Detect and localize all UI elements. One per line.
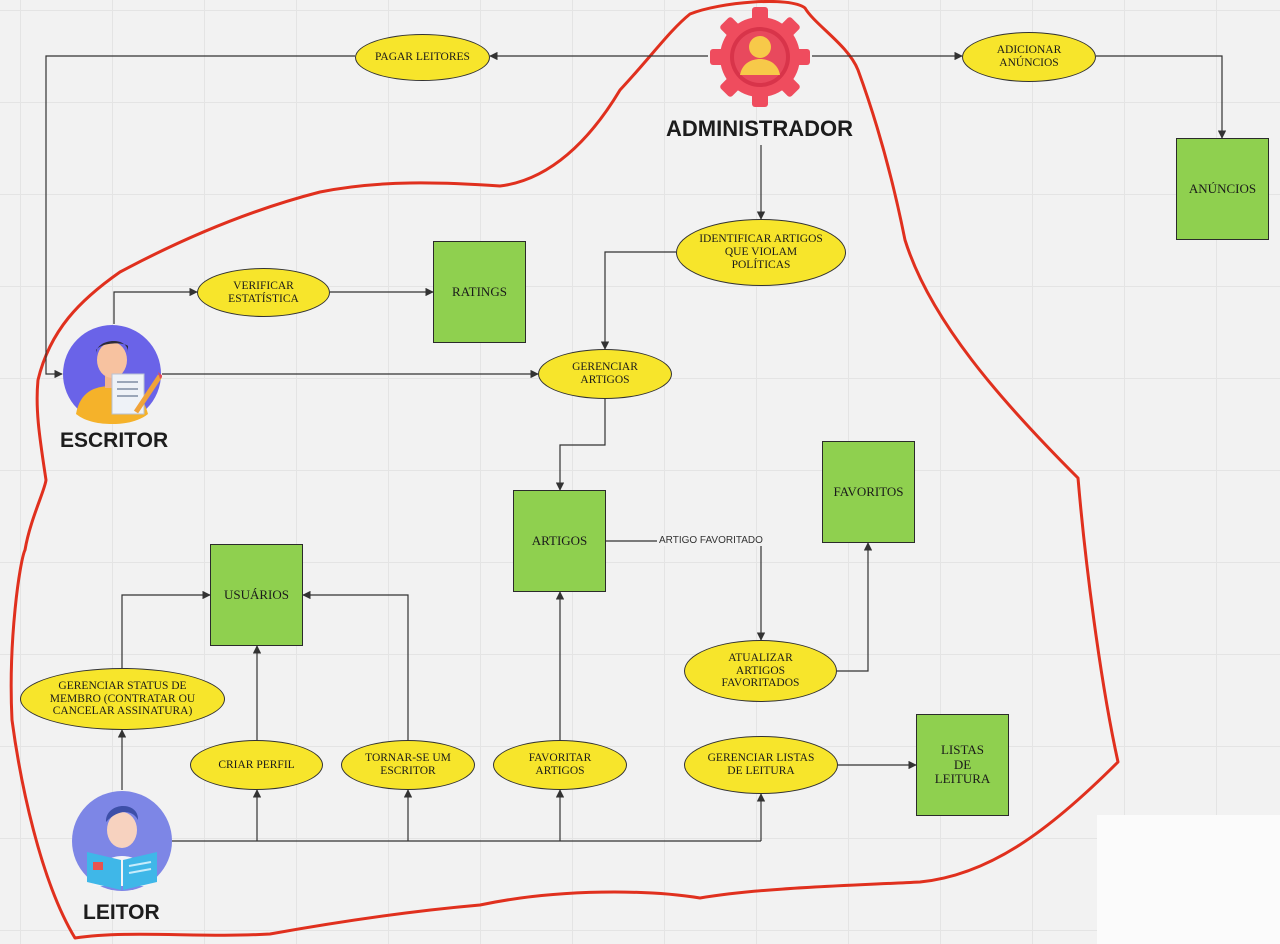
- usecase-tornar-escritor[interactable]: TORNAR-SE UM ESCRITOR: [341, 740, 475, 790]
- edge-tornar-usuarios: [302, 590, 409, 740]
- usecase-gerenciar-status[interactable]: GERENCIAR STATUS DE MEMBRO (CONTRATAR OU…: [20, 668, 225, 730]
- edge-label-artigo-favoritado: ARTIGO FAVORITADO: [657, 535, 765, 546]
- actor-escritor-label: ESCRITOR: [60, 429, 169, 452]
- edge-identificar-gerenciar: [600, 251, 676, 350]
- usecase-atualizar-favoritados[interactable]: ATUALIZAR ARTIGOS FAVORITADOS: [684, 640, 837, 702]
- entity-anuncios[interactable]: ANÚNCIOS: [1176, 138, 1269, 240]
- usecase-gerenciar-listas[interactable]: GERENCIAR LISTAS DE LEITURA: [684, 736, 838, 794]
- usecase-verificar-estatistica[interactable]: VERIFICAR ESTATÍSTICA: [197, 268, 330, 317]
- edge-status-usuarios: [121, 590, 211, 668]
- entity-artigos[interactable]: ARTIGOS: [513, 490, 606, 592]
- actor-leitor-label: LEITOR: [83, 901, 160, 924]
- entity-usuarios[interactable]: USUÁRIOS: [210, 544, 303, 646]
- admin-gear-icon: [710, 7, 810, 107]
- edge-atualizar-favoritos: [837, 542, 873, 672]
- canvas-patch: [1097, 815, 1280, 944]
- usecase-adicionar-anuncios[interactable]: ADICIONAR ANÚNCIOS: [962, 32, 1096, 82]
- usecase-favoritar-artigos[interactable]: FAVORITAR ARTIGOS: [493, 740, 627, 790]
- edge-pagar-escritor: [45, 55, 355, 379]
- usecase-pagar-leitores[interactable]: PAGAR LEITORES: [355, 34, 490, 81]
- leitor-avatar-icon: [72, 791, 172, 891]
- system-boundary: [9, 0, 1120, 940]
- usecase-criar-perfil[interactable]: CRIAR PERFIL: [190, 740, 323, 790]
- escritor-avatar-icon: [63, 325, 162, 424]
- edge-escritor-verificar: [113, 287, 198, 324]
- edge-artigos-atualizar: [606, 540, 766, 641]
- edge-adicionar-anuncios: [1096, 55, 1227, 139]
- edge-gerenciar-artigos: [555, 399, 606, 491]
- usecase-gerenciar-artigos[interactable]: GERENCIAR ARTIGOS: [538, 349, 672, 399]
- entity-favoritos[interactable]: FAVORITOS: [822, 441, 915, 543]
- actor-administrador-label: ADMINISTRADOR: [666, 116, 853, 141]
- usecase-identificar-artigos[interactable]: IDENTIFICAR ARTIGOS QUE VIOLAM POLÍTICAS: [676, 219, 846, 286]
- entity-listas-de-leitura[interactable]: LISTAS DE LEITURA: [916, 714, 1009, 816]
- entity-ratings[interactable]: RATINGS: [433, 241, 526, 343]
